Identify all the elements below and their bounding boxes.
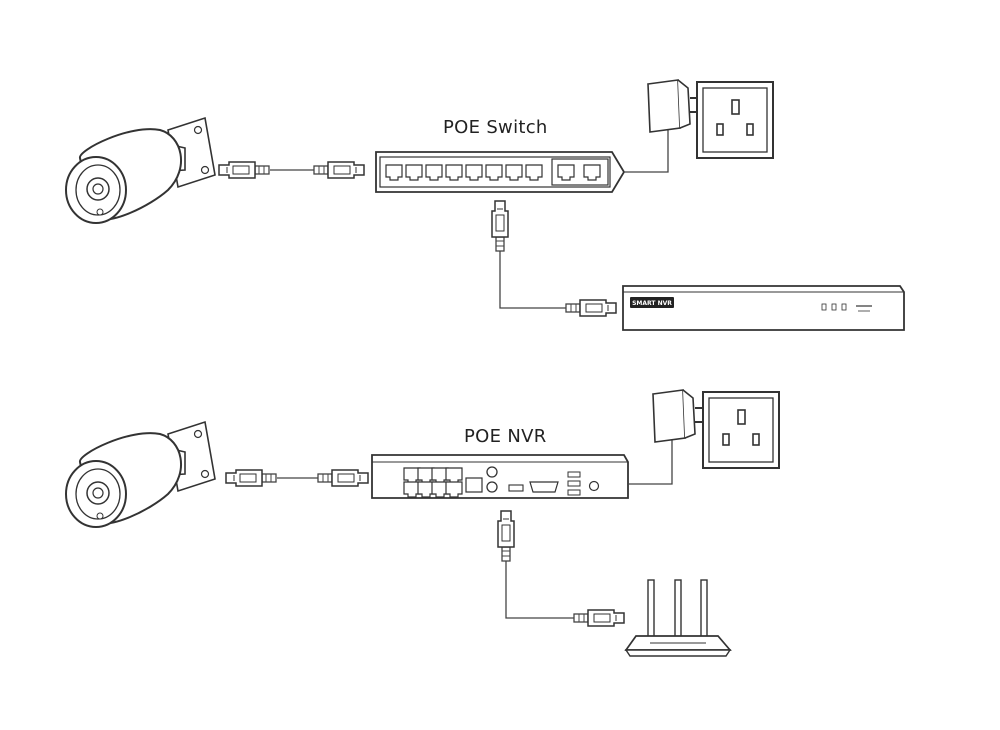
rj45-plug-icon [498, 511, 514, 561]
rj45-plug-icon [317, 469, 369, 487]
poe-switch-icon [375, 151, 626, 193]
poe-switch-label: POE Switch [443, 117, 548, 138]
power-adapter-icon [652, 389, 704, 443]
top-section: SMART NVR [65, 79, 905, 331]
nvr-badge [630, 297, 674, 308]
rj45-plug-icon [565, 299, 617, 317]
switch-nvr-cable [492, 201, 617, 317]
bullet-camera-icon [65, 117, 216, 224]
rj45-plug-icon [219, 162, 269, 178]
bullet-camera-icon [65, 421, 216, 528]
rj45-plug-icon [573, 609, 625, 627]
router-icon [624, 579, 732, 657]
wall-socket-icon [702, 391, 780, 469]
wall-socket-icon [696, 81, 774, 159]
rj45-plug-icon [226, 470, 276, 486]
power-adapter-icon [647, 79, 699, 133]
poe-nvr-label: POE NVR [464, 426, 547, 447]
camera-cable-top [219, 161, 365, 179]
bottom-section [65, 389, 780, 657]
nvr-recorder-icon: SMART NVR [622, 285, 905, 331]
rj45-plug-icon [313, 161, 365, 179]
nvr-badge-text: SMART NVR [632, 300, 672, 307]
nvr-router-cable [498, 511, 625, 627]
poe-nvr-icon [371, 454, 629, 499]
camera-cable-bottom [226, 469, 369, 487]
rj45-plug-icon [492, 201, 508, 251]
